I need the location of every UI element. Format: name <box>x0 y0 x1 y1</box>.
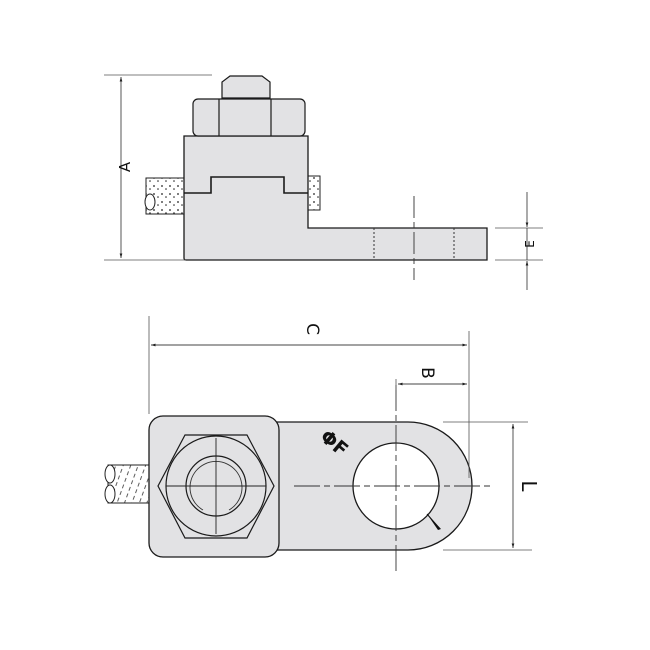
hex-nut-side <box>192 75 306 137</box>
cable-left-side <box>144 177 185 215</box>
dimension-label-b: B <box>417 367 437 379</box>
dimension-label-e: E <box>523 240 537 248</box>
dimension-label-l: L <box>517 480 541 492</box>
dimension-l: L <box>443 421 541 551</box>
side-view: A E <box>104 74 543 290</box>
clamp-joint <box>184 176 308 194</box>
hex-nut-top <box>157 434 275 539</box>
dimension-label-a: A <box>116 161 134 172</box>
clamp-body <box>183 135 488 261</box>
dimension-c: C <box>148 316 470 478</box>
cable-right-side <box>307 175 321 211</box>
top-view: ΦF C B L <box>104 316 541 572</box>
cable-left-top <box>104 464 151 504</box>
dimension-a: A <box>104 74 212 261</box>
dimension-e: E <box>495 192 543 290</box>
dimension-b: B <box>395 367 467 390</box>
dimension-label-c: C <box>302 323 322 335</box>
